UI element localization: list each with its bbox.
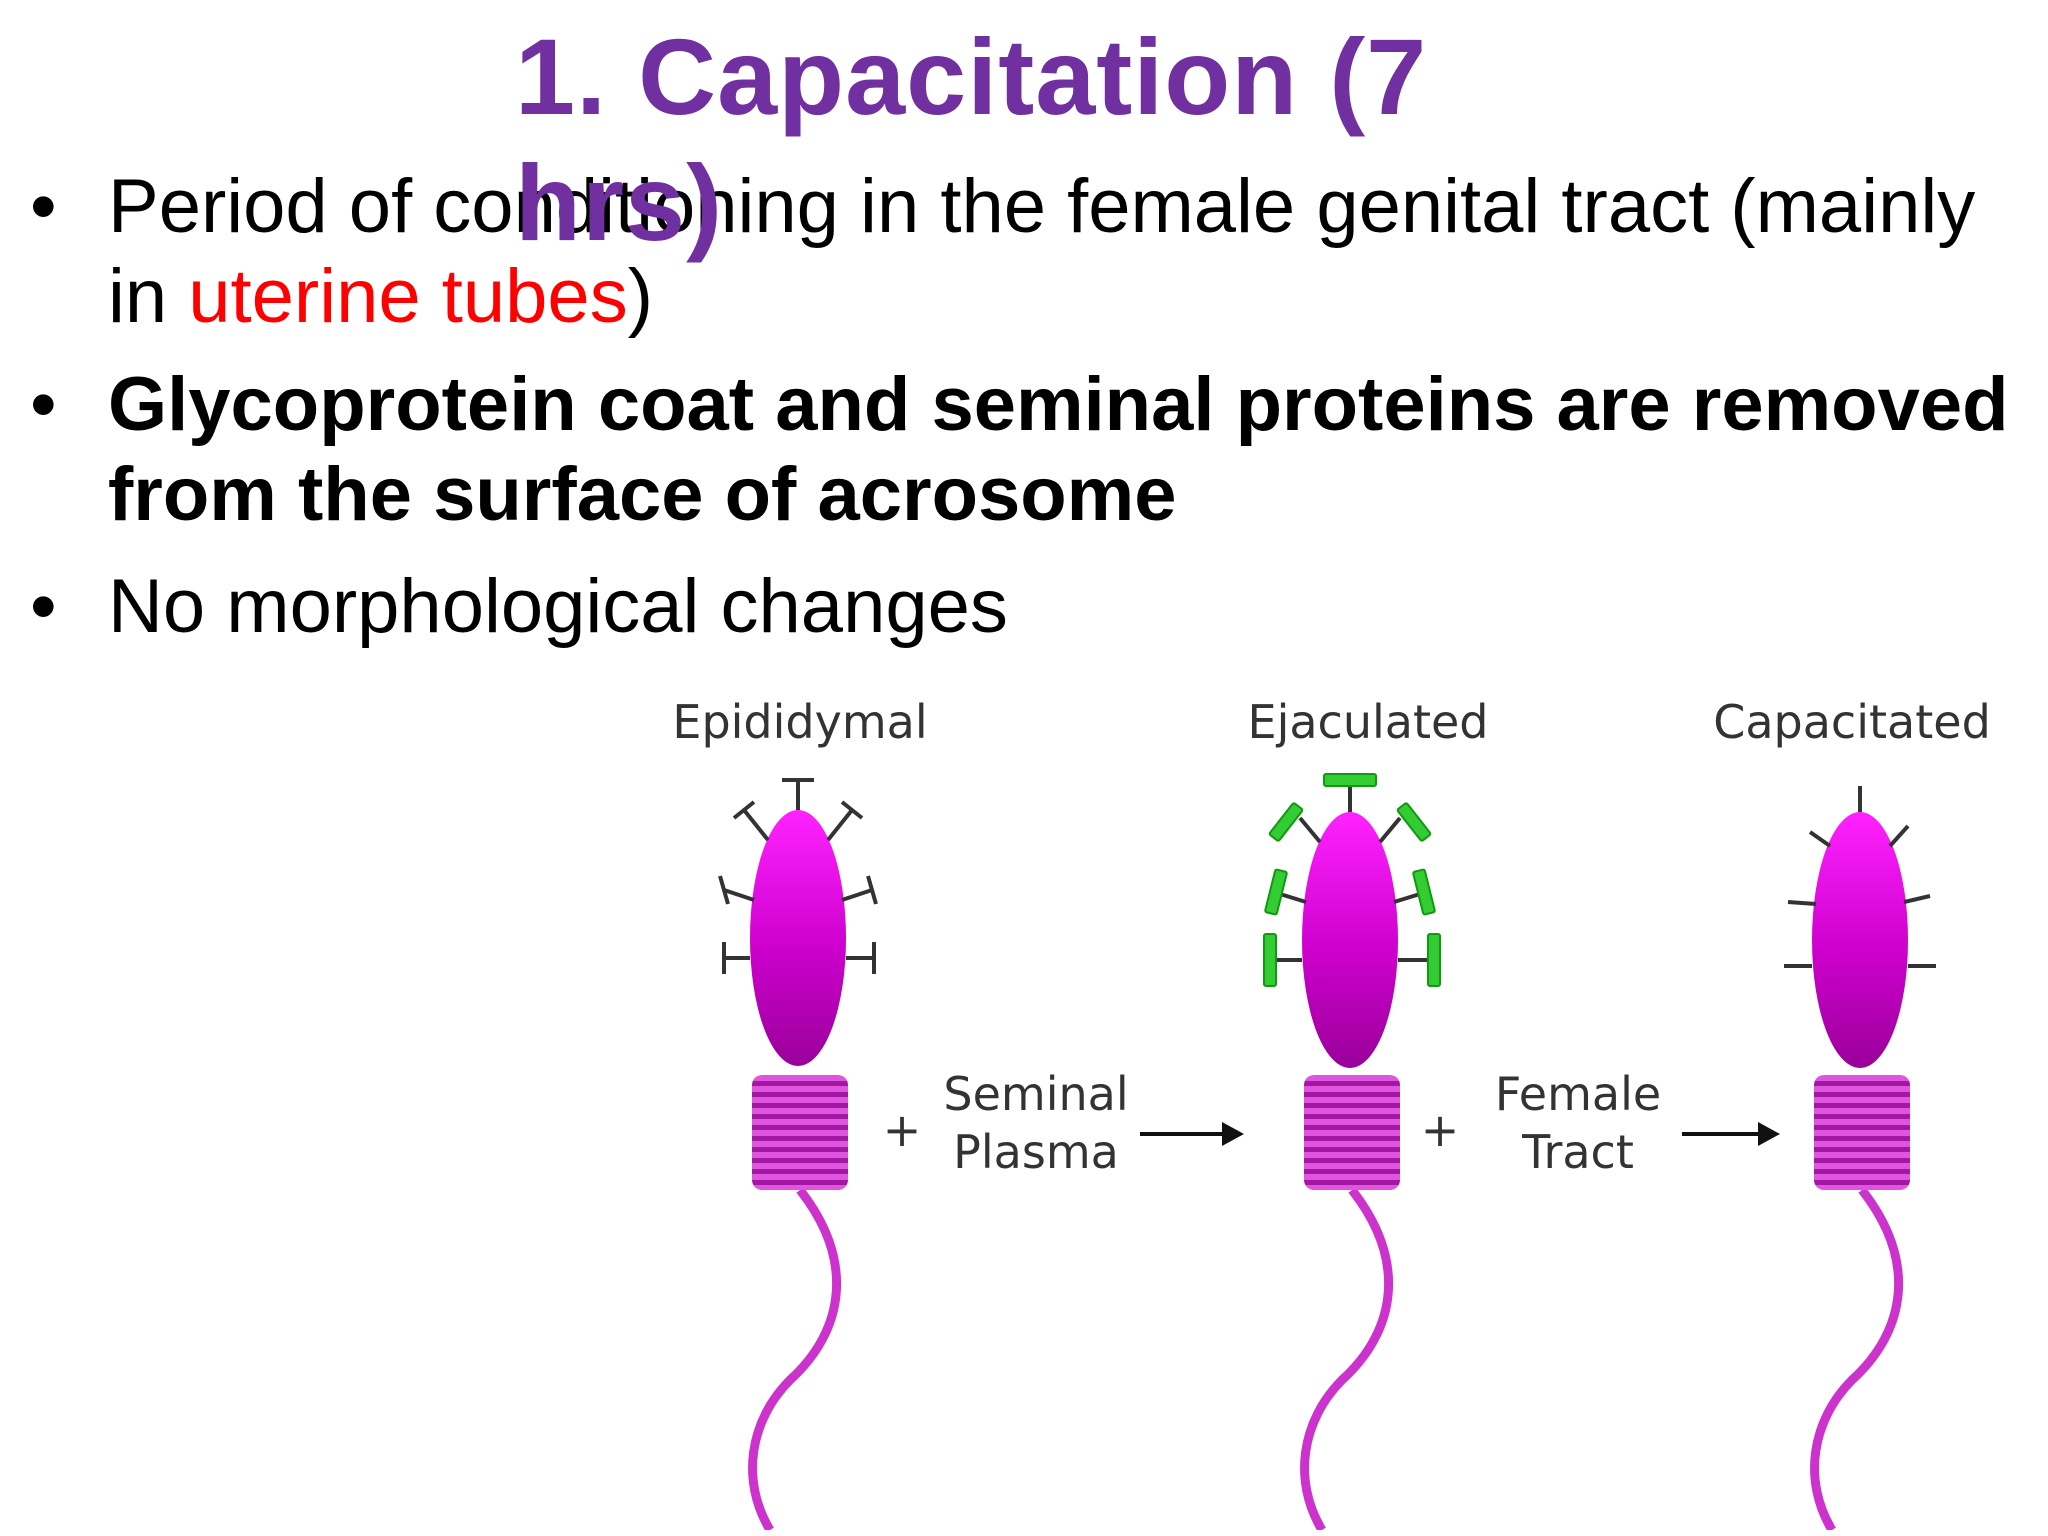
plus-sign: +: [1421, 1103, 1460, 1157]
stage-label-capacitated: Capacitated: [1713, 695, 1991, 749]
bullet-dot: •: [30, 362, 57, 447]
bullet-item: • Period of conditioning in the female g…: [0, 162, 2048, 342]
highlight-text: uterine tubes: [188, 254, 628, 339]
bullet-dot: •: [30, 564, 57, 649]
arrow-right-icon: [1140, 1122, 1244, 1146]
seminal-protein-coat: [1263, 773, 1441, 987]
arrow-right-icon: [1682, 1122, 1780, 1146]
bullet-dot: •: [30, 164, 57, 249]
sperm-ejaculated: [1263, 773, 1441, 1530]
bullet-text: Glycoprotein coat and seminal proteins a…: [108, 362, 2009, 537]
plus-sign: +: [883, 1103, 922, 1157]
bullet-text: Period of conditioning in the female gen…: [108, 164, 1976, 339]
slide-title: 1. Capacitation (7 hrs): [515, 16, 1428, 263]
stage-label-ejaculated: Ejaculated: [1248, 695, 1489, 749]
sperm-capacitated: [1784, 786, 1936, 1530]
step-label-female: Female: [1495, 1067, 1661, 1121]
step-label-tract: Tract: [1521, 1125, 1634, 1179]
sperm-epididymal: [718, 778, 878, 1530]
step-label-plasma: Plasma: [953, 1125, 1119, 1179]
capacitation-diagram: Epididymal Ejaculated Capacitated + Semi…: [640, 690, 2020, 1530]
glycoprotein-receptors: [718, 778, 878, 974]
bullet-list: • Period of conditioning in the female g…: [0, 162, 2048, 670]
bullet-item: • No morphological changes: [0, 562, 2048, 652]
exposed-receptors: [1784, 786, 1936, 968]
step-label-seminal: Seminal: [943, 1067, 1128, 1121]
bullet-text: No morphological changes: [108, 564, 1008, 649]
stage-label-epididymal: Epididymal: [672, 695, 927, 749]
bullet-item: • Glycoprotein coat and seminal proteins…: [0, 360, 2048, 540]
